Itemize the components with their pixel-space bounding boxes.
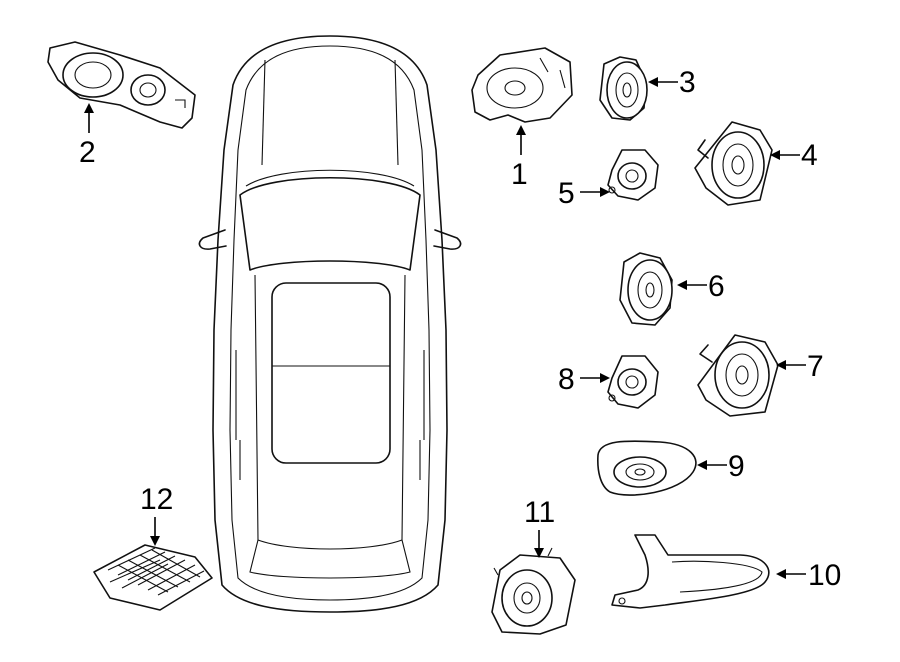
callouts: 1 2 3 4 5 6 7 8 9 10 xyxy=(79,66,841,592)
part-11-woofer xyxy=(491,547,576,635)
callout-3-label: 3 xyxy=(679,66,696,99)
callout-10-label: 10 xyxy=(808,559,841,592)
part-2-dash-speaker xyxy=(47,41,196,129)
callout-7-label: 7 xyxy=(807,350,824,383)
part-7-speaker xyxy=(697,334,779,417)
part-4-speaker xyxy=(694,121,773,206)
part-9-door-speaker-grille xyxy=(597,440,697,496)
callout-2-label: 2 xyxy=(79,136,96,169)
part-1-speaker-bracket xyxy=(471,47,573,123)
callout-4-label: 4 xyxy=(801,139,818,172)
part-5-tweeter xyxy=(607,149,659,201)
callout-11-label: 11 xyxy=(524,496,555,529)
callout-1-label: 1 xyxy=(511,158,528,191)
part-10-pillar-trim xyxy=(611,534,770,609)
callout-8-label: 8 xyxy=(558,363,575,396)
part-12-grille-panel xyxy=(93,544,213,611)
vehicle-top-view xyxy=(198,35,462,613)
callout-12-label: 12 xyxy=(140,483,173,516)
part-3-speaker xyxy=(599,56,648,121)
callout-9-label: 9 xyxy=(728,450,745,483)
callout-5-label: 5 xyxy=(558,177,575,210)
part-8-tweeter xyxy=(607,355,659,409)
callout-6-label: 6 xyxy=(708,270,725,303)
part-6-speaker xyxy=(619,252,673,326)
